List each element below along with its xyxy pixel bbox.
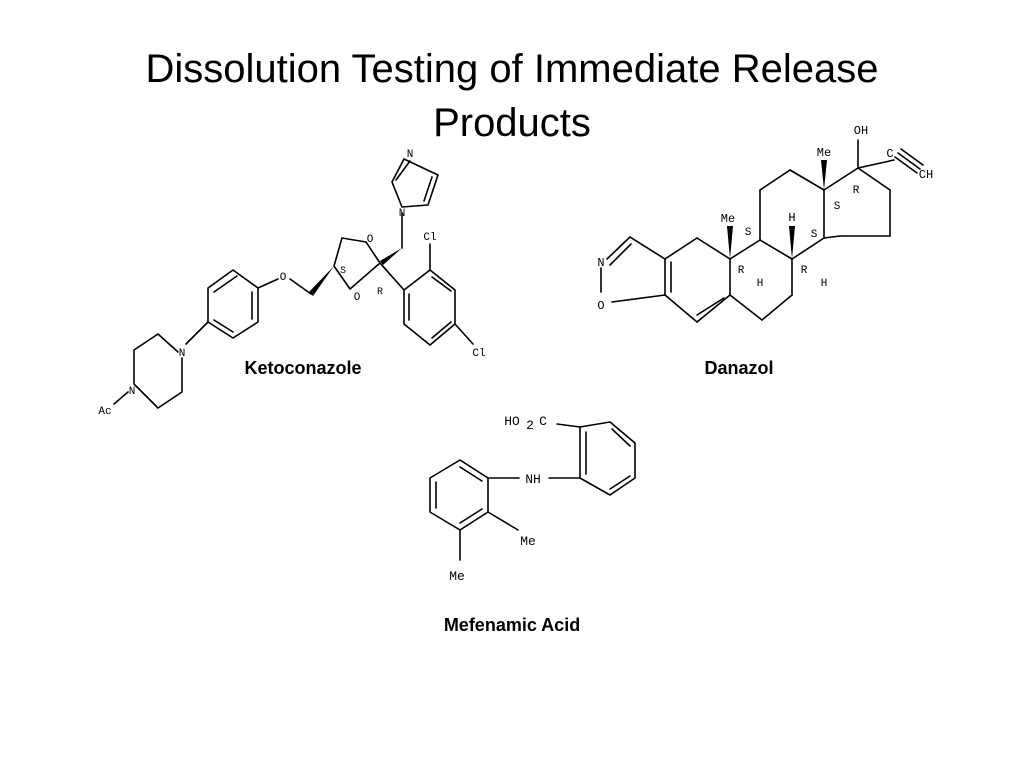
danazol-ch-alkyne: CH [919, 168, 933, 182]
ketoconazole-stereo-r: R [377, 287, 383, 298]
mefenamic-acid-structure: HO 2 C NH Me Me [429, 414, 636, 584]
ketoconazole-n-piperazine-top: N [179, 348, 186, 360]
ketoconazole-caption: Ketoconazole [244, 358, 362, 378]
ketoconazole-cl-bottom: Cl [472, 348, 485, 360]
danazol-r-c17: R [853, 185, 860, 197]
ketoconazole-n-piperazine-bottom: N [129, 386, 136, 398]
title-line-2: Products [433, 101, 591, 145]
danazol-s-c13: S [834, 201, 841, 213]
danazol-s-c14: S [811, 229, 818, 241]
danazol-h-top: H [788, 211, 795, 225]
danazol-r-c8: R [801, 265, 808, 277]
danazol-me-mid: Me [721, 212, 735, 226]
title-line-1: Dissolution Testing of Immediate Release [145, 47, 879, 91]
danazol-s-c8: S [745, 227, 752, 239]
danazol-me-top: Me [817, 146, 831, 160]
danazol-oh: OH [854, 124, 868, 138]
ketoconazole-n-imidazole-top: N [407, 149, 414, 161]
ketoconazole-o-ring-bottom: O [354, 292, 361, 304]
danazol-h-c14: H [821, 278, 828, 290]
danazol-o-isoxazole: O [597, 299, 604, 313]
mefenamic-c: C [539, 414, 547, 429]
danazol-n-isoxazole: N [597, 256, 604, 270]
mefenamic-me-right: Me [520, 534, 536, 549]
ketoconazole-cl-top: Cl [423, 232, 436, 244]
danazol-r-c10: R [738, 265, 745, 277]
danazol-c-alkyne: C [886, 147, 893, 161]
mefenamic-ho: HO [504, 414, 520, 429]
ketoconazole-stereo-s: S [340, 266, 346, 277]
mefenamic-subscript-2: 2 [526, 418, 534, 433]
mefenamic-nh: NH [525, 472, 541, 487]
ketoconazole-o-ring-top: O [367, 234, 374, 246]
slide-title: Dissolution Testing of Immediate Release… [0, 42, 1024, 150]
ketoconazole-acetyl: Ac [98, 406, 111, 418]
ketoconazole-o-ether: O [280, 272, 287, 284]
danazol-h-c9: H [757, 278, 764, 290]
danazol-structure: OH C CH Me Me R S H S S N O R H R H [597, 124, 933, 323]
ketoconazole-n-imidazole: N [399, 208, 406, 220]
ketoconazole-structure: N N O O O S R Cl Cl N N Ac [98, 149, 485, 418]
mefenamic-acid-caption: Mefenamic Acid [443, 615, 581, 635]
danazol-caption: Danazol [704, 358, 774, 378]
mefenamic-me-bottom: Me [449, 569, 465, 584]
